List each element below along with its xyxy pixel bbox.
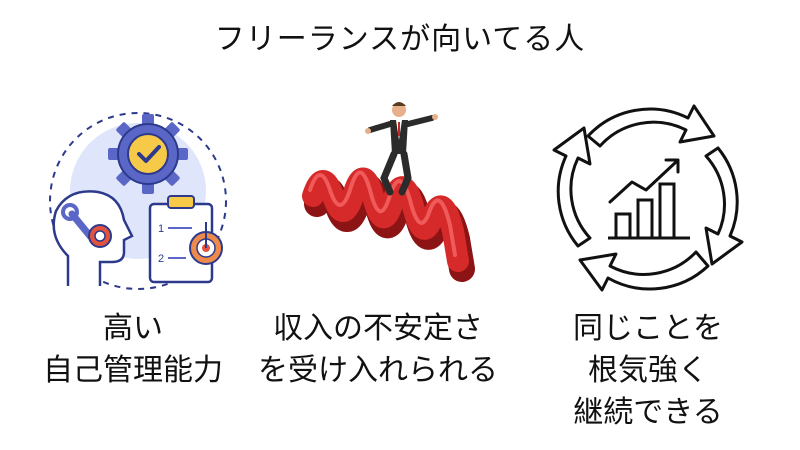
caption-line: 同じことを	[573, 311, 723, 346]
self-management-icon: 1 2	[49, 112, 227, 290]
caption-line: 高い	[103, 311, 163, 346]
caption-line: 自己管理能力	[43, 353, 223, 388]
caption-line: 継続できる	[573, 395, 723, 430]
caption-self-management: 高い 自己管理能力	[0, 308, 266, 392]
tightrope-walker-icon	[302, 102, 475, 282]
growth-cycle-icon	[552, 104, 744, 292]
column-self-management: 1 2	[0, 96, 266, 296]
caption-persistence: 同じことを 根気強く 継続できる	[515, 308, 781, 434]
column-persistence	[515, 96, 781, 296]
caption-line: 根気強く	[588, 353, 708, 388]
caption-income-instability: 収入の不安定さ を受け入れられる	[245, 308, 511, 392]
caption-line: 収入の不安定さ	[273, 311, 483, 346]
column-income-instability	[245, 96, 511, 296]
page-title: フリーランスが向いてる人	[214, 22, 586, 57]
svg-text:1: 1	[158, 223, 164, 235]
svg-text:2: 2	[158, 253, 164, 265]
caption-line: を受け入れられる	[258, 353, 498, 388]
